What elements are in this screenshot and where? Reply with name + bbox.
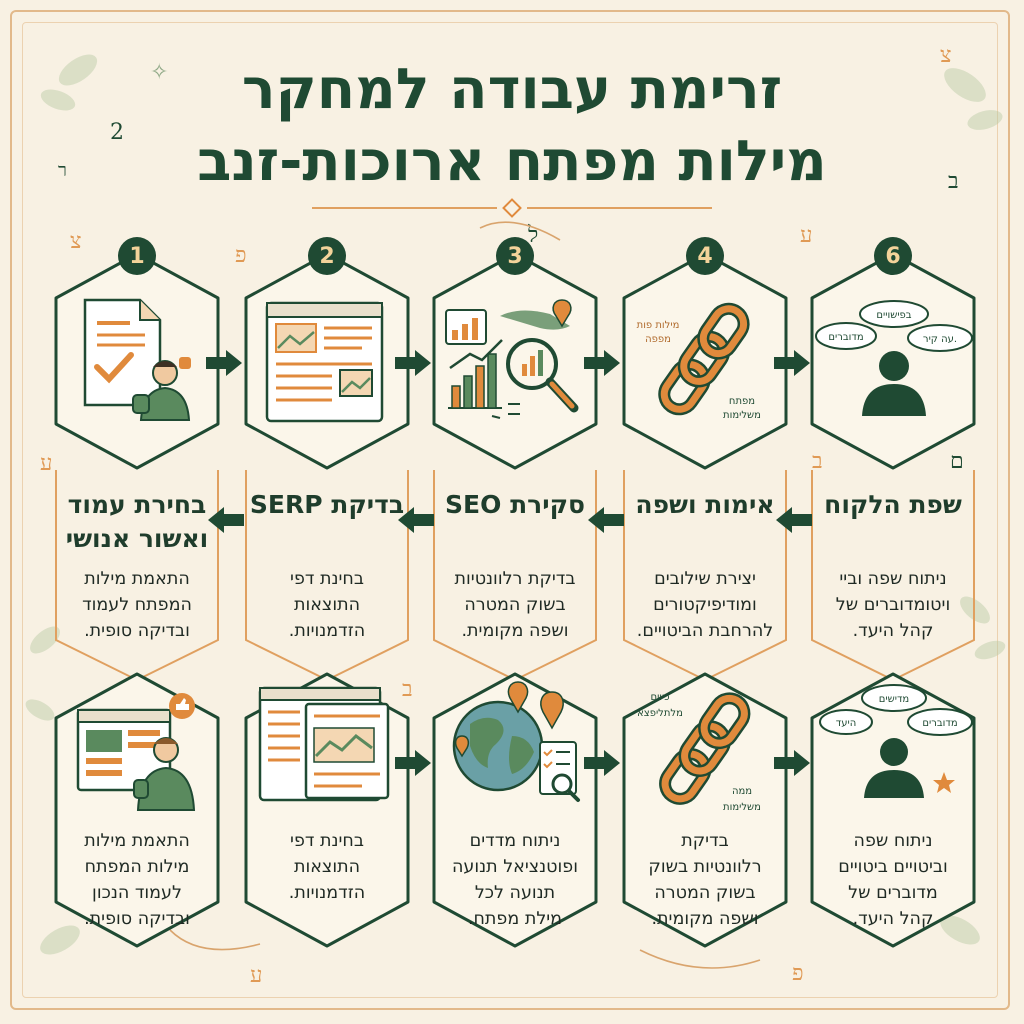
chain-label: משלימות <box>723 802 761 813</box>
serp-pages-icon <box>258 686 390 802</box>
deco-digit: 2 <box>110 120 124 145</box>
chain-label: מילות פות <box>637 320 680 331</box>
deco-letter: פ <box>235 243 247 268</box>
arrow-left-icon <box>398 507 434 533</box>
speaking-person-icon: בפישויים מדוברים עה קיר. <box>815 300 973 416</box>
step-2-badge: 2 <box>308 237 346 275</box>
bubble-text: מדוברים <box>922 718 957 729</box>
step-2-title: בדיקת SERP <box>249 490 405 519</box>
outer-frame <box>10 10 1010 1010</box>
deco-letter: ר <box>58 160 67 181</box>
webpage-approval-icon <box>76 693 196 811</box>
arrow-right-icon <box>584 350 620 376</box>
deco-letter: ם <box>950 449 964 474</box>
bottom-description-1: התאמת מילות מילות המפתח לעמוד הנכון ובדי… <box>84 831 190 929</box>
title-line-1: זרימת עבודה למחקר <box>241 57 783 122</box>
bubble-text: היעד <box>836 718 857 729</box>
arrow-right-icon <box>774 750 810 776</box>
step-3-title: סקירת SEO <box>445 490 585 519</box>
deco-letter: ב <box>812 449 823 474</box>
chain-link-icon: כיוים מלתליפצא ממה משלימות <box>637 692 761 813</box>
chain-label: מפפה <box>645 334 671 345</box>
arrow-right-icon <box>395 350 431 376</box>
inner-frame <box>22 22 998 998</box>
arrow-left-icon <box>776 507 812 533</box>
bottom-hex-4 <box>622 672 788 948</box>
deco-letter: ב <box>402 677 413 702</box>
step-1-badge: 1 <box>118 237 156 275</box>
step-6-badge: 6 <box>874 237 912 275</box>
chain-link-icon: מילות פות מפפה מפתח משלימות <box>637 302 761 421</box>
arrow-right-icon <box>774 350 810 376</box>
deco-letter: צ <box>70 229 82 254</box>
bottom-hex-5 <box>810 672 976 948</box>
bubble-text: עה קיר. <box>923 334 957 345</box>
step-6-title: שפת הלקוח <box>824 490 962 519</box>
step-3-description: בדיקת רלוונטיות בשוק המטרה ושפה מקומית. <box>454 569 576 641</box>
arrow-right-icon <box>206 350 242 376</box>
deco-letter: ב <box>948 169 959 194</box>
chain-label: ממה <box>732 786 752 797</box>
deco-letter: ע <box>40 451 53 476</box>
step-4-badge: 4 <box>686 237 724 275</box>
browser-page-icon <box>265 301 384 423</box>
deco-letter: ע <box>250 963 263 988</box>
step-6-description: ניתוח שפה וביי ויטומדוברים של קהל היעד. <box>835 569 951 641</box>
step-4-title: אימות ושפה <box>635 490 775 519</box>
globe-location-icon <box>452 681 580 802</box>
deco-letter: פ <box>792 961 804 986</box>
step-1-description: התאמת מילות המפתח לעמוד ובדיקה סופית. <box>82 569 192 641</box>
bottom-description-3: ניתוח מדדים ופוטנציאל תנועה תנועה לכל מי… <box>452 831 578 929</box>
step-1-title: בחירת עמוד ואשור אנושי <box>65 490 209 553</box>
title-divider <box>312 198 712 218</box>
deco-star-icon: ✧ <box>150 60 169 85</box>
step-2-description: בחינת דפי התוצאות הזדמנויות. <box>288 569 366 641</box>
chain-label: כיוים <box>650 692 669 703</box>
bottom-description-2: בחינת דפי התוצאות הזדמנויות. <box>288 831 366 903</box>
document-approval-icon <box>83 298 191 421</box>
arrow-right-icon <box>584 750 620 776</box>
speaking-person-icon: מדישים היעד מדוברים <box>819 684 973 798</box>
step-4-description: יצירת שילובים ומודיפיקטורים להרחבת הביטו… <box>636 569 774 641</box>
bubble-text: בפישויים <box>876 310 911 321</box>
arrow-left-icon <box>208 507 244 533</box>
bottom-description-5: ניתוח שפה וביטויים ביטויים מדוברים של קה… <box>838 831 948 929</box>
step-3-badge: 3 <box>496 237 534 275</box>
deco-letter: ע <box>800 223 813 248</box>
deco-letter: צ <box>940 43 952 68</box>
bubble-text: מדוברים <box>828 332 863 343</box>
title-line-2: מילות מפתח ארוכות-זנב <box>197 129 827 194</box>
chain-label: מפתח <box>729 396 755 407</box>
seo-analytics-icon <box>445 299 579 419</box>
chain-label: מלתליפצא <box>637 708 683 719</box>
arrow-left-icon <box>588 507 624 533</box>
chain-label: משלימות <box>723 410 761 421</box>
deco-letter: ל <box>528 223 539 248</box>
step-4-hex <box>622 252 788 470</box>
arrow-right-icon <box>395 750 431 776</box>
bubble-text: מדישים <box>879 694 909 705</box>
bottom-description-4: בדיקת רלוונטיות בשוק בשוק המטרה ושפה מקו… <box>648 831 762 929</box>
